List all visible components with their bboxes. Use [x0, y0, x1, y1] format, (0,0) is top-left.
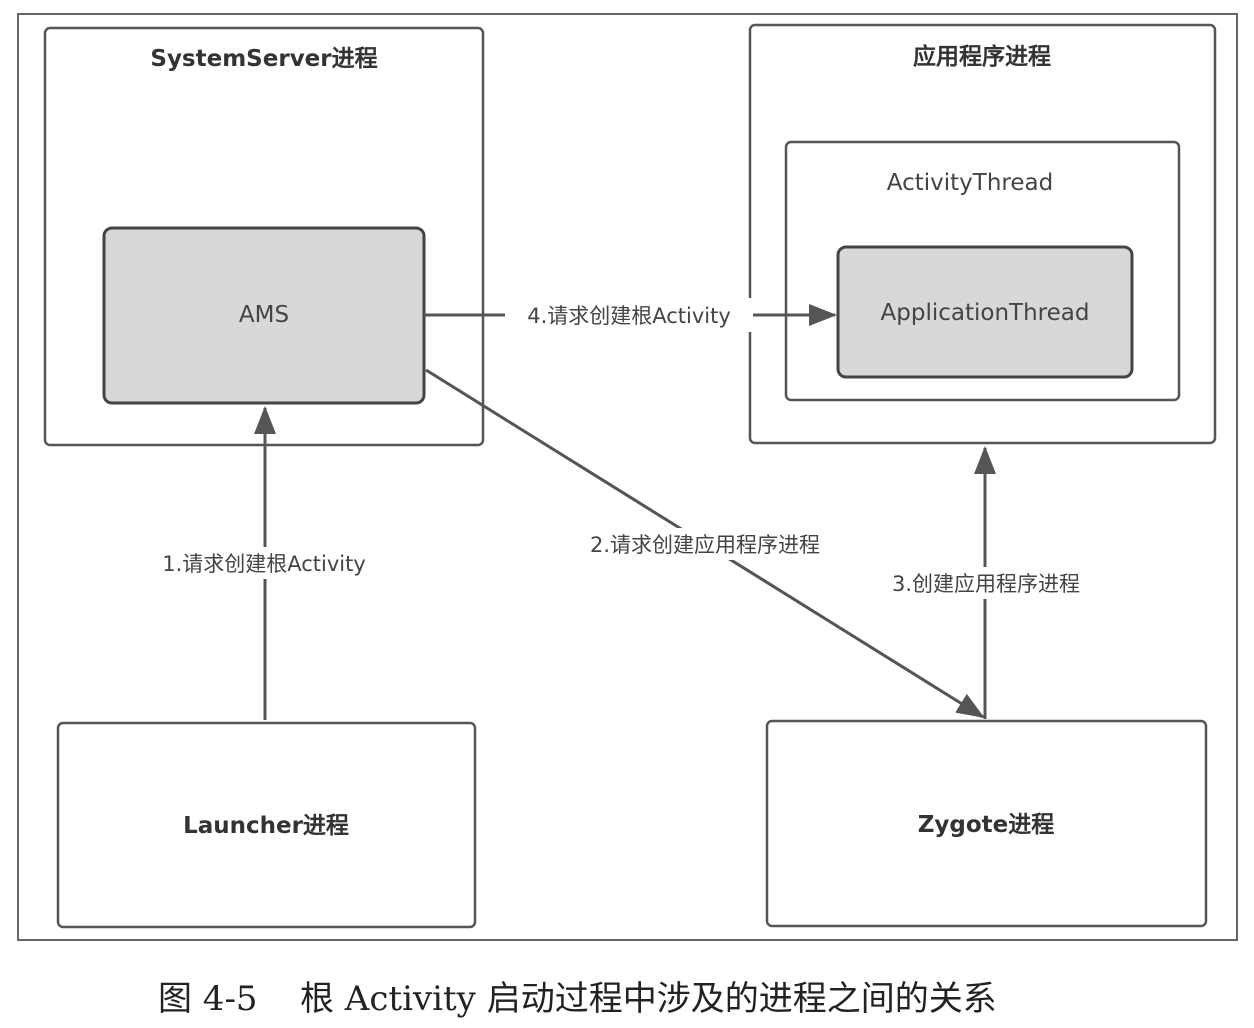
edge-2: 2.请求创建应用程序进程: [425, 368, 985, 719]
caption-number: 图 4-5: [158, 979, 258, 1019]
edge-1-label: 1.请求创建根Activity: [162, 552, 366, 576]
application-thread-box: [836, 245, 1134, 379]
system-server-title: SystemServer进程: [150, 46, 377, 72]
edge-4-label: 4.请求创建根Activity: [527, 304, 731, 328]
edge-3-label: 3.创建应用程序进程: [892, 572, 1080, 596]
app-process-title: 应用程序进程: [913, 43, 1051, 70]
launcher-process: Launcher进程: [56, 721, 477, 929]
ams-label: AMS: [239, 302, 289, 328]
system-server-process: SystemServer进程 AMS: [43, 26, 485, 447]
edge-1: 1.请求创建根Activity: [140, 406, 388, 720]
diagram-frame: [17, 13, 1238, 941]
zygote-label: Zygote进程: [918, 812, 1055, 838]
activity-thread-label: ActivityThread: [887, 170, 1053, 196]
zygote-process: Zygote进程: [765, 719, 1208, 928]
app-process: 应用程序进程 ActivityThread ApplicationThread: [748, 23, 1217, 445]
edge-4: 4.请求创建根Activity: [424, 298, 837, 332]
launcher-label: Launcher进程: [183, 813, 349, 839]
application-thread-label: ApplicationThread: [881, 300, 1090, 326]
edge-3: 3.创建应用程序进程: [870, 446, 1102, 719]
edge-2-label: 2.请求创建应用程序进程: [590, 533, 820, 557]
caption-text: 根 Activity 启动过程中涉及的进程之间的关系: [300, 979, 997, 1019]
